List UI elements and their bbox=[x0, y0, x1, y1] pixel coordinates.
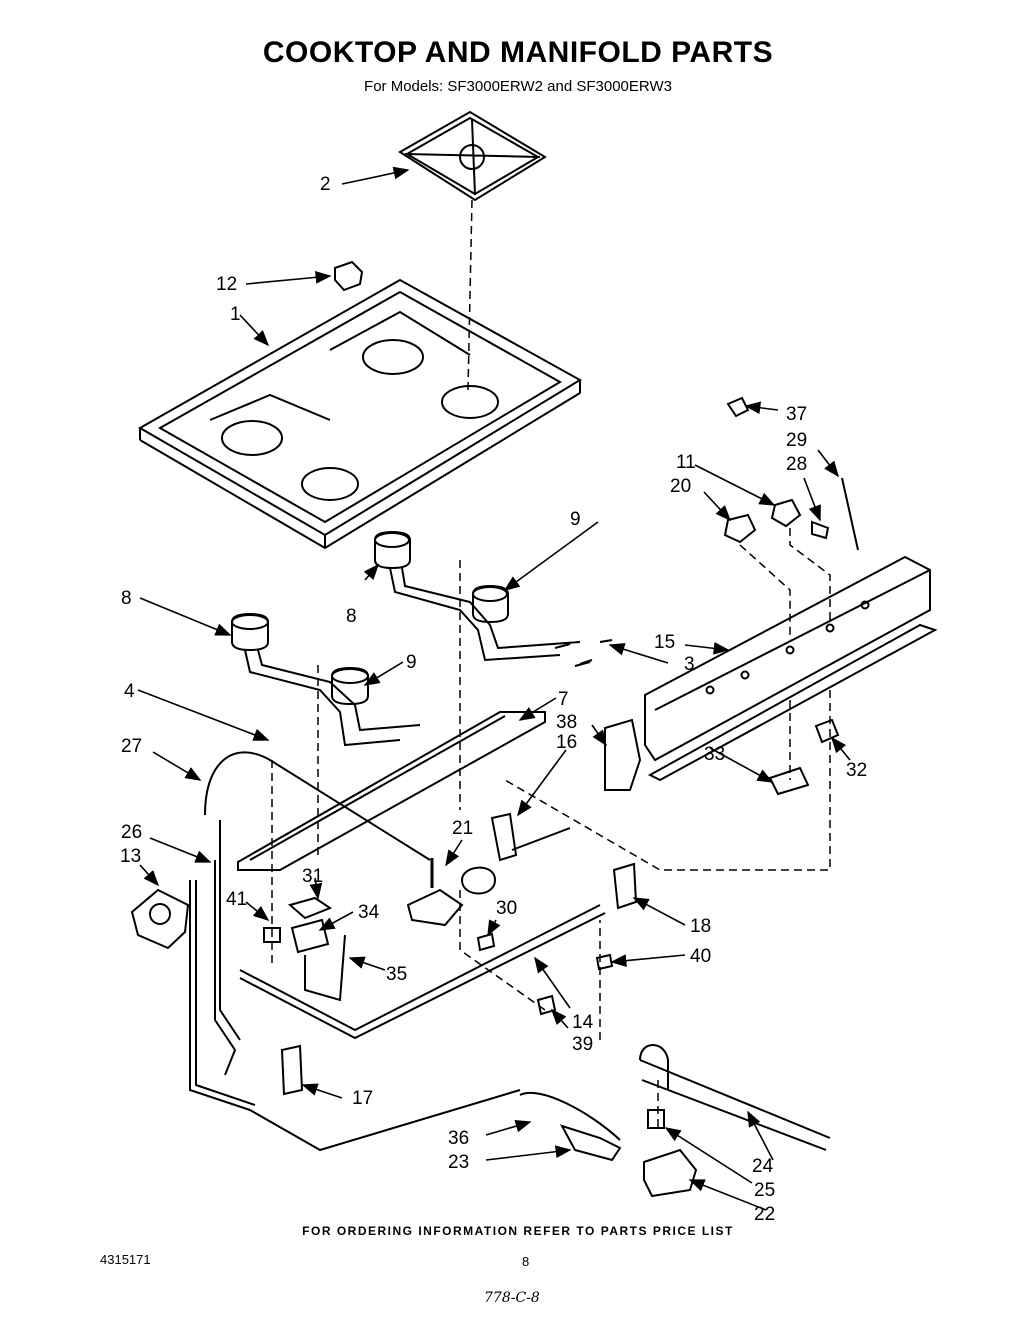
callout-35: 35 bbox=[386, 964, 407, 985]
thermostat-16 bbox=[490, 812, 571, 862]
valve-21 bbox=[406, 888, 464, 927]
burner-assembly-upper bbox=[374, 530, 581, 662]
callout-23: 23 bbox=[448, 1152, 469, 1173]
callout-40: 40 bbox=[690, 946, 711, 967]
document-number: 4315171 bbox=[100, 1252, 151, 1267]
burner-baffle-36 bbox=[519, 1091, 621, 1141]
callout-7: 7 bbox=[558, 689, 569, 710]
callout-8-upper: 8 bbox=[346, 606, 357, 627]
callout-2: 2 bbox=[320, 174, 331, 195]
callout-24: 24 bbox=[752, 1156, 774, 1177]
oven-burner-tube bbox=[639, 1044, 831, 1151]
ordering-note: FOR ORDERING INFORMATION REFER TO PARTS … bbox=[302, 1224, 734, 1238]
callout-29: 29 bbox=[786, 430, 807, 451]
gas-tube-26 bbox=[214, 820, 241, 1076]
spring-clip-37 bbox=[726, 396, 750, 418]
callout-27: 27 bbox=[121, 736, 142, 757]
cooktop-panel bbox=[137, 278, 582, 550]
callout-4: 4 bbox=[124, 681, 135, 702]
handwritten-note: 778-C-8 bbox=[484, 1290, 540, 1306]
ignitor-34 bbox=[290, 918, 330, 954]
callout-32: 32 bbox=[846, 760, 867, 781]
callout-22: 22 bbox=[754, 1204, 775, 1225]
burner-grate bbox=[398, 110, 547, 202]
callout-31: 31 bbox=[302, 866, 323, 887]
clip-32 bbox=[814, 718, 840, 744]
callout-30: 30 bbox=[496, 898, 517, 919]
callout-26: 26 bbox=[121, 822, 142, 843]
callout-9-lower: 9 bbox=[406, 652, 417, 673]
callout-15: 15 bbox=[654, 632, 675, 653]
page-title: COOKTOP AND MANIFOLD PARTS bbox=[262, 36, 774, 69]
clip-33 bbox=[768, 766, 810, 796]
callout-1: 1 bbox=[230, 304, 241, 325]
callout-14: 14 bbox=[572, 1012, 594, 1033]
callout-38: 38 bbox=[556, 712, 577, 733]
callout-25: 25 bbox=[754, 1180, 775, 1201]
wire-29 bbox=[841, 477, 859, 551]
gas-tube-27 bbox=[204, 751, 431, 861]
valve-knob-11 bbox=[770, 498, 802, 528]
bracket-31 bbox=[287, 896, 333, 920]
page-subtitle: For Models: SF3000ERW2 and SF3000ERW3 bbox=[364, 78, 672, 95]
wire-35 bbox=[304, 934, 346, 1002]
callout-12: 12 bbox=[216, 274, 237, 295]
callout-39: 39 bbox=[572, 1034, 593, 1055]
pressure-regulator bbox=[130, 888, 190, 950]
valve-knob-20 bbox=[723, 513, 757, 544]
callout-16: 16 bbox=[556, 732, 577, 753]
callout-20: 20 bbox=[670, 476, 691, 497]
knob-screw-28 bbox=[811, 520, 830, 540]
callout-33: 33 bbox=[704, 744, 725, 765]
safety-valve-22 bbox=[643, 1148, 698, 1198]
callout-9-upper: 9 bbox=[570, 509, 581, 530]
callout-37: 37 bbox=[786, 404, 807, 425]
orifice-fittings bbox=[554, 639, 613, 667]
burner-assembly-lower bbox=[231, 612, 421, 747]
callout-17: 17 bbox=[352, 1088, 373, 1109]
callout-28: 28 bbox=[786, 454, 807, 475]
orifice-25 bbox=[647, 1109, 665, 1129]
callout-3: 3 bbox=[684, 654, 695, 675]
manifold-panel bbox=[644, 555, 938, 782]
fitting-cap bbox=[476, 932, 496, 952]
valve-23 bbox=[559, 1124, 622, 1162]
callout-8-lower: 8 bbox=[121, 588, 132, 609]
callout-11: 11 bbox=[676, 452, 696, 473]
callout-41: 41 bbox=[226, 889, 247, 910]
callout-18: 18 bbox=[690, 916, 711, 937]
page-number: 8 bbox=[522, 1254, 530, 1269]
callout-34: 34 bbox=[358, 902, 380, 923]
grommet-41 bbox=[263, 927, 281, 943]
cooktop-clip bbox=[334, 260, 364, 292]
burner-support-bracket bbox=[237, 711, 546, 871]
end-cap bbox=[604, 718, 642, 791]
coil-30 bbox=[460, 866, 497, 895]
bracket-18 bbox=[612, 862, 638, 910]
manifold-pipe bbox=[239, 904, 606, 1040]
callout-21: 21 bbox=[452, 818, 473, 839]
callout-13: 13 bbox=[120, 846, 141, 867]
bracket-17 bbox=[280, 1044, 304, 1096]
callout-36: 36 bbox=[448, 1128, 469, 1149]
